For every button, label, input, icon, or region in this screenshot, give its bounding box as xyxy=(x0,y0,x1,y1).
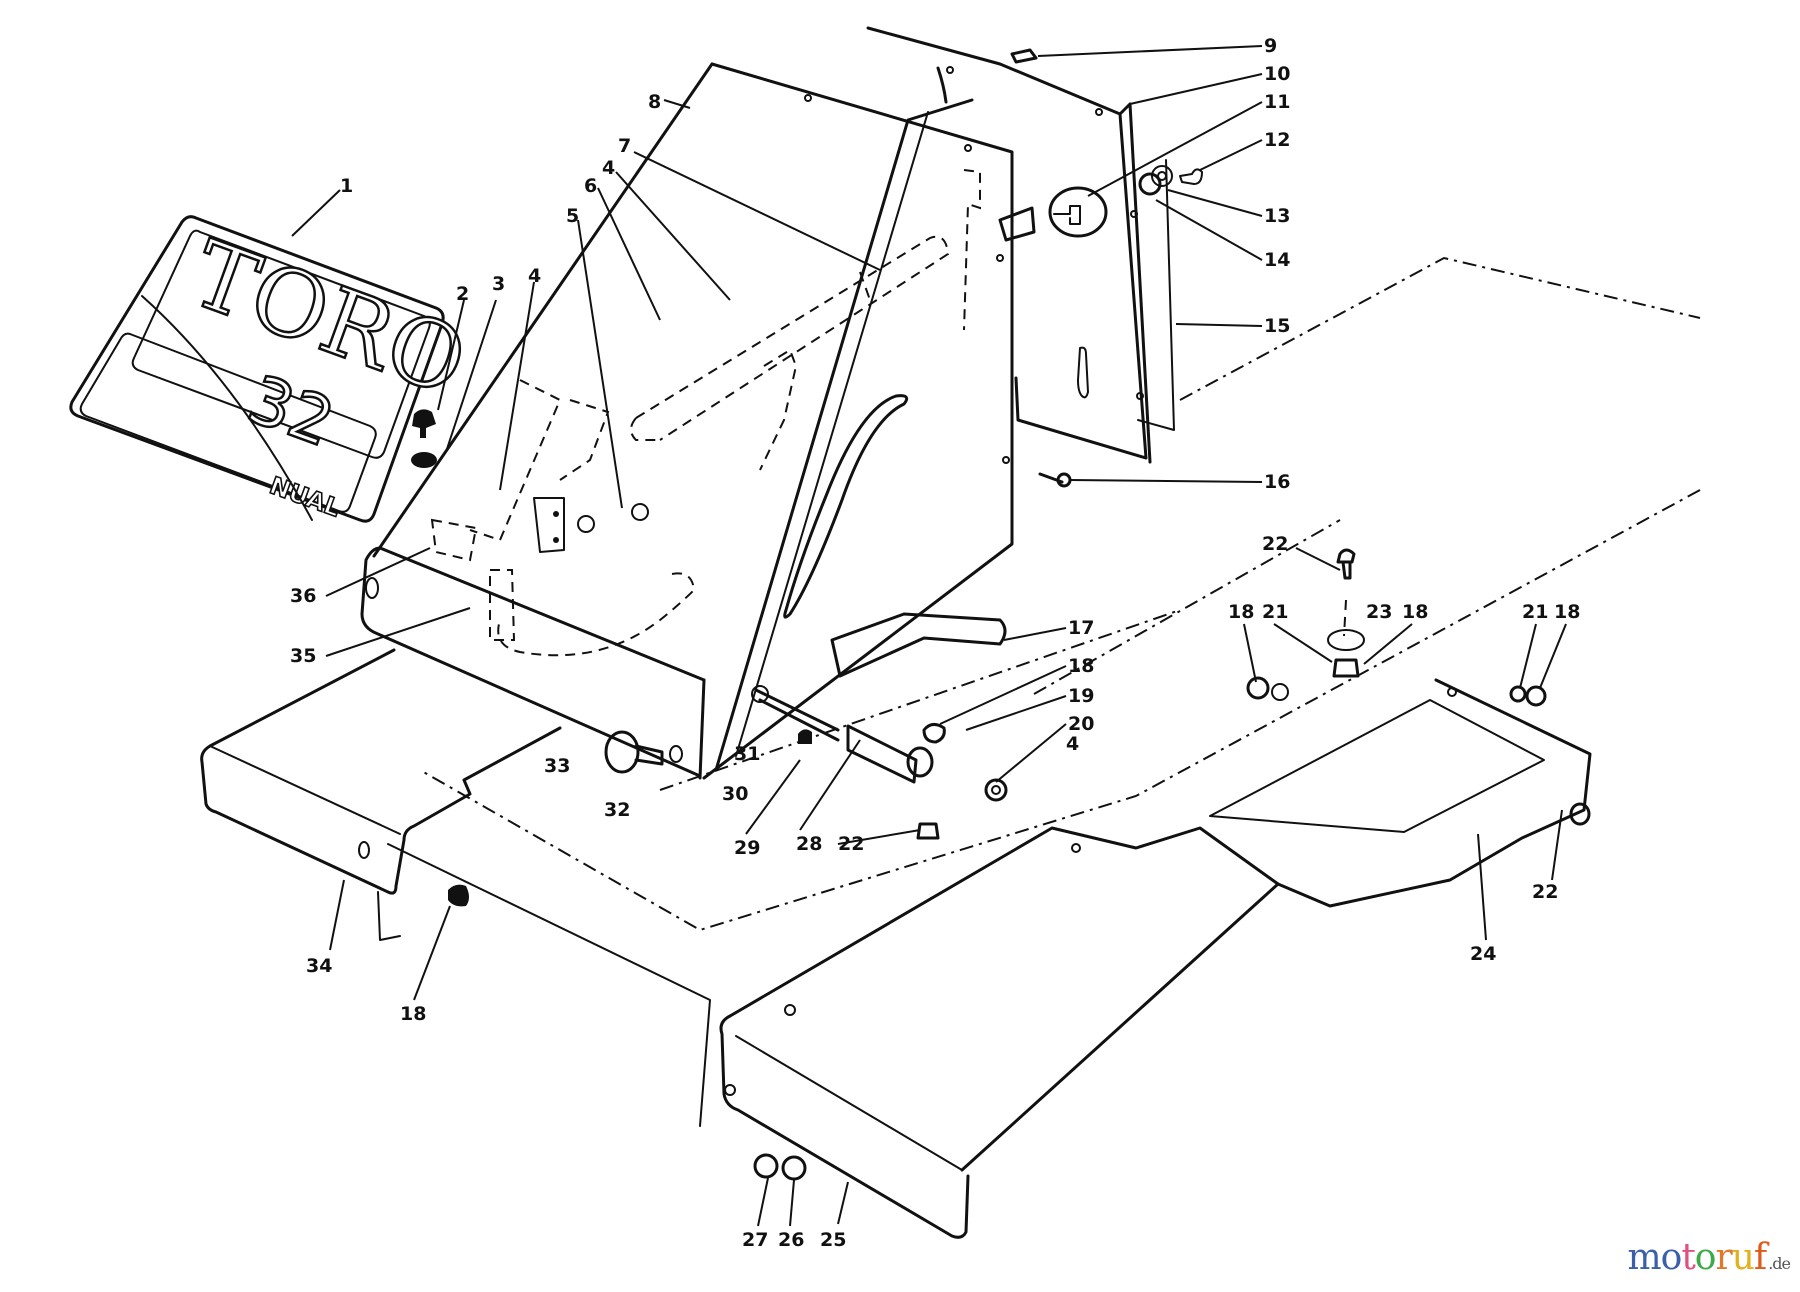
callout-24: 24 xyxy=(1470,943,1496,965)
callout-17: 17 xyxy=(1068,617,1094,639)
watermark-letter-t: t xyxy=(1681,1237,1696,1278)
callout-23: 23 xyxy=(1366,601,1392,623)
callout-7: 7 xyxy=(618,135,631,157)
right-shroud xyxy=(719,678,1592,1239)
callout-19: 19 xyxy=(1068,685,1094,707)
callout-12: 12 xyxy=(1264,129,1290,151)
watermark-tld: .de xyxy=(1768,1254,1791,1273)
callout-11: 11 xyxy=(1264,91,1290,113)
small-fasteners xyxy=(411,409,812,1181)
callout-35: 35 xyxy=(290,645,316,667)
motoruf-watermark: motoruf.de xyxy=(1627,1237,1791,1278)
frame-outline xyxy=(419,256,1701,932)
callout-29: 29 xyxy=(734,837,760,859)
callout-5: 5 xyxy=(566,205,579,227)
watermark-letter-o: o xyxy=(1660,1237,1683,1278)
callout-18-c: 18 xyxy=(1228,601,1254,623)
callout-36: 36 xyxy=(290,585,316,607)
callout-18-a: 18 xyxy=(1068,655,1094,677)
watermark-letter-o2: o xyxy=(1694,1237,1717,1278)
callout-26: 26 xyxy=(778,1229,804,1251)
watermark-letter-u: u xyxy=(1731,1237,1755,1278)
left-shroud xyxy=(200,648,711,1127)
callout-28: 28 xyxy=(796,833,822,855)
callout-31: 31 xyxy=(734,743,760,765)
leader-lines xyxy=(291,45,1567,1227)
callout-18-e: 18 xyxy=(1554,601,1580,623)
callout-21-a: 21 xyxy=(1262,601,1288,623)
control-panel-housing xyxy=(360,62,1014,780)
callout-32: 32 xyxy=(604,799,630,821)
toro-decal: TORO 32 NUAL xyxy=(69,215,481,523)
callout-9: 9 xyxy=(1264,35,1277,57)
fastener-cluster xyxy=(1246,548,1591,826)
callout-4-a: 4 xyxy=(528,265,541,287)
callout-6: 6 xyxy=(584,175,597,197)
callout-33: 33 xyxy=(544,755,570,777)
callout-30: 30 xyxy=(722,783,748,805)
callout-labels: 1 2 3 4 4 4 5 6 7 8 9 10 11 12 13 14 15 … xyxy=(290,35,1580,1251)
callout-22-c: 22 xyxy=(1532,881,1558,903)
callout-27: 27 xyxy=(742,1229,768,1251)
callout-22-b: 22 xyxy=(838,833,864,855)
callout-16: 16 xyxy=(1264,471,1290,493)
callout-21-b: 21 xyxy=(1522,601,1548,623)
callout-8: 8 xyxy=(648,91,661,113)
callout-10: 10 xyxy=(1264,63,1290,85)
callout-3: 3 xyxy=(492,273,505,295)
callout-20: 20 xyxy=(1068,713,1094,735)
callout-22-a: 22 xyxy=(1262,533,1288,555)
decal-model-number: 32 xyxy=(239,361,344,462)
callout-18-d: 18 xyxy=(1402,601,1428,623)
watermark-letter-f: f xyxy=(1753,1237,1767,1278)
callout-1: 1 xyxy=(340,175,353,197)
handle-lever xyxy=(751,612,1008,840)
linkage-rod xyxy=(630,235,950,471)
watermark-letter-m: m xyxy=(1627,1237,1661,1278)
side-panel xyxy=(866,26,1203,488)
decal-partial-text: NUAL xyxy=(266,471,344,522)
callout-34: 34 xyxy=(306,955,332,977)
callout-13: 13 xyxy=(1264,205,1290,227)
callout-15: 15 xyxy=(1264,315,1290,337)
switch-bracket xyxy=(430,379,696,657)
watermark-letter-r: r xyxy=(1715,1237,1732,1278)
callout-14: 14 xyxy=(1264,249,1290,271)
callout-4-b: 4 xyxy=(602,157,615,179)
callout-2: 2 xyxy=(456,283,469,305)
callout-18-b: 18 xyxy=(400,1003,426,1025)
callout-25: 25 xyxy=(820,1229,846,1251)
callout-4-c: 4 xyxy=(1066,733,1079,755)
